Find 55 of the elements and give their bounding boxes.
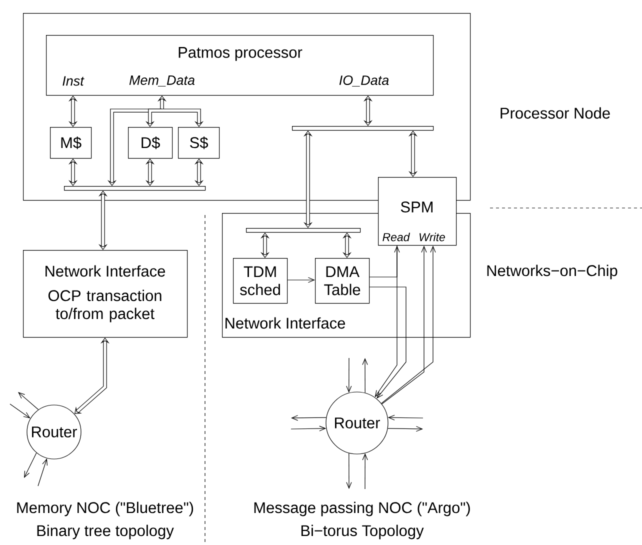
topology-label: Memory NOC ("Bluetree") (17, 502, 194, 516)
double-arrow (98, 190, 108, 250)
arrow (369, 246, 400, 278)
arrow (38, 458, 48, 486)
topology-label: Bi−torus Topology (301, 524, 424, 540)
scheduler-box: TDM sched (233, 258, 288, 304)
double-arrow (303, 130, 313, 228)
arrow (388, 426, 423, 432)
arrow (290, 426, 326, 432)
table-box: DMA Table (315, 258, 370, 304)
arrow (287, 277, 315, 283)
double-arrow (68, 96, 78, 127)
arrow (10, 404, 30, 418)
interface-frame (222, 212, 471, 338)
topology-label: Binary tree topology (37, 524, 174, 540)
double-arrow (408, 130, 418, 177)
arrow (388, 414, 424, 420)
memory-box: SPM Read Write (378, 177, 457, 246)
arrow (382, 246, 427, 404)
port-label: Inst (62, 76, 84, 86)
double-arrow (145, 158, 155, 186)
port-label: Write (420, 232, 445, 242)
bus-bar (64, 186, 206, 191)
interface-box: Network Interface OCP transaction to/from packet (23, 250, 188, 338)
port-label: IO_Data (339, 75, 389, 87)
bus-bar (246, 228, 361, 233)
box-text: OCP transaction to/from packet (48, 290, 162, 322)
arrow (346, 358, 352, 393)
double-arrow (342, 232, 352, 258)
arrow (291, 415, 326, 421)
cache-box: M$ (50, 127, 92, 159)
arrow (369, 286, 406, 399)
arrow (24, 452, 37, 478)
arrow (362, 358, 368, 394)
port-label: Read (382, 232, 410, 242)
arrow (346, 452, 352, 489)
arrow (362, 453, 368, 490)
arrow (18, 392, 39, 410)
processor-box: Patmos processor Inst Mem_Data IO_Data (46, 35, 434, 96)
double-arrow (68, 158, 78, 186)
bus-bar (292, 126, 434, 131)
processor-node-frame (23, 13, 610, 201)
double-arrow (162, 108, 204, 127)
region-label: Processor Node (500, 107, 610, 119)
box-label: Network Interface (226, 317, 346, 329)
cache-box: D$ (128, 127, 173, 159)
port-label: Mem_Data (129, 76, 195, 86)
arrow (381, 246, 436, 404)
topology-label: Message passing NOC ("Argo") (254, 502, 470, 516)
double-arrow (363, 96, 373, 126)
arrow (374, 245, 398, 398)
double-arrow (260, 232, 270, 258)
cache-box: S$ (178, 127, 220, 159)
double-arrow (194, 158, 204, 186)
region-label: Networks−on−Chip (487, 264, 618, 280)
